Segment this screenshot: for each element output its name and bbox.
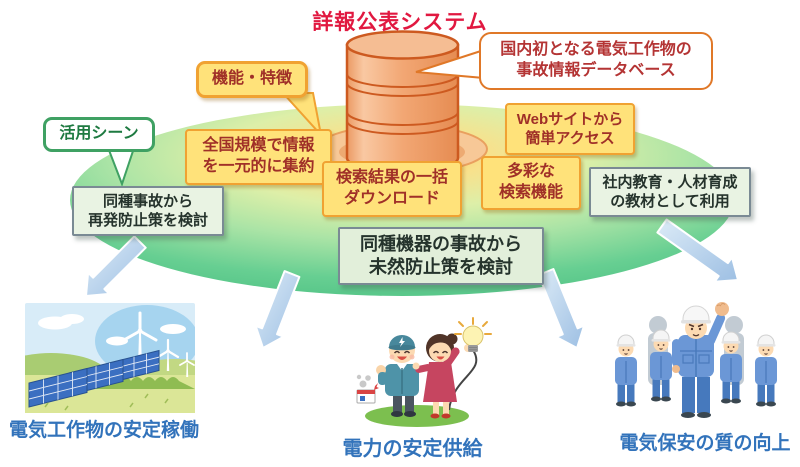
outcome-label-stable-operation: 電気工作物の安定稼働 — [8, 420, 199, 441]
info-bubble: 国内初となる電気工作物の 事故情報データベース — [479, 32, 713, 90]
features-badge-label: 機能・特徴 — [211, 70, 292, 88]
feature-box-aggregate: 全国規模で情報 を一元的に集約 — [185, 129, 332, 185]
feature-box-line: 検索結果の一括 — [335, 169, 448, 187]
illustration-safety-workers — [615, 302, 777, 418]
feature-box-download: 検索結果の一括 ダウンロード — [322, 161, 462, 217]
scene-box-proactive: 同種機器の事故から 未然防止策を検討 — [338, 227, 544, 285]
worker-leader — [672, 302, 729, 418]
outcome-label-safety-quality: 電気保安の質の向上 — [619, 433, 791, 454]
scene-box-line: 同種機器の事故から — [360, 233, 522, 254]
smoking-battery-icon — [356, 374, 379, 404]
solar-panel-icon — [28, 349, 160, 408]
scene-box-line: 社内教育・人材育成 — [602, 173, 738, 191]
cloud-icon — [38, 314, 186, 346]
feature-box-line: ダウンロード — [343, 190, 440, 207]
scene-box-line: 未然防止策を検討 — [369, 257, 513, 277]
page-title: 詳報公表システム — [312, 11, 488, 34]
illustration-solar-wind — [25, 303, 195, 413]
feature-box-web-access: Webサイトから 簡単アクセス — [505, 103, 635, 155]
engineer-man — [376, 335, 419, 417]
feature-box-line: 全国規模で情報 — [202, 137, 315, 155]
scene-box-line: 同種事故から — [102, 192, 193, 210]
scenes-badge-label: 活用シーン — [59, 125, 139, 143]
sky-blob — [95, 305, 195, 377]
feature-box-line: を一元的に集約 — [202, 158, 315, 175]
feature-box-search: 多彩な 検索機能 — [481, 156, 581, 210]
feature-box-line: 検索機能 — [498, 184, 563, 201]
woman-with-bulb — [412, 333, 472, 419]
feature-box-line: Webサイトから — [516, 110, 624, 128]
flow-arrow-far-left — [85, 235, 147, 297]
light-bulb-icon — [454, 317, 492, 352]
feature-box-line: 多彩な — [506, 163, 555, 181]
flow-arrow-center-left — [254, 270, 301, 349]
scenes-badge: 活用シーン — [43, 117, 155, 152]
info-bubble-line: 事故情報データベース — [516, 62, 676, 79]
feature-box-line: 簡単アクセス — [525, 130, 615, 147]
scene-box-line: の教材として利用 — [610, 193, 730, 210]
wind-turbine-icon — [122, 311, 195, 377]
grass-mound — [365, 405, 469, 427]
flow-arrow-far-right — [656, 218, 739, 283]
outcome-label-stable-supply: 電力の安定供給 — [342, 438, 483, 460]
scene-box-education: 社内教育・人材育成 の教材として利用 — [589, 167, 751, 217]
scene-box-recurrence: 同種事故から 再発防止策を検討 — [72, 186, 224, 236]
scene-box-line: 再発防止策を検討 — [87, 212, 208, 229]
features-badge: 機能・特徴 — [196, 61, 308, 98]
worker-small — [615, 329, 777, 407]
illustration-power-supply — [356, 317, 492, 427]
info-bubble-line: 国内初となる電気工作物の — [500, 41, 692, 59]
database-cylinder-icon — [345, 30, 460, 174]
grass-tufts — [44, 393, 169, 411]
